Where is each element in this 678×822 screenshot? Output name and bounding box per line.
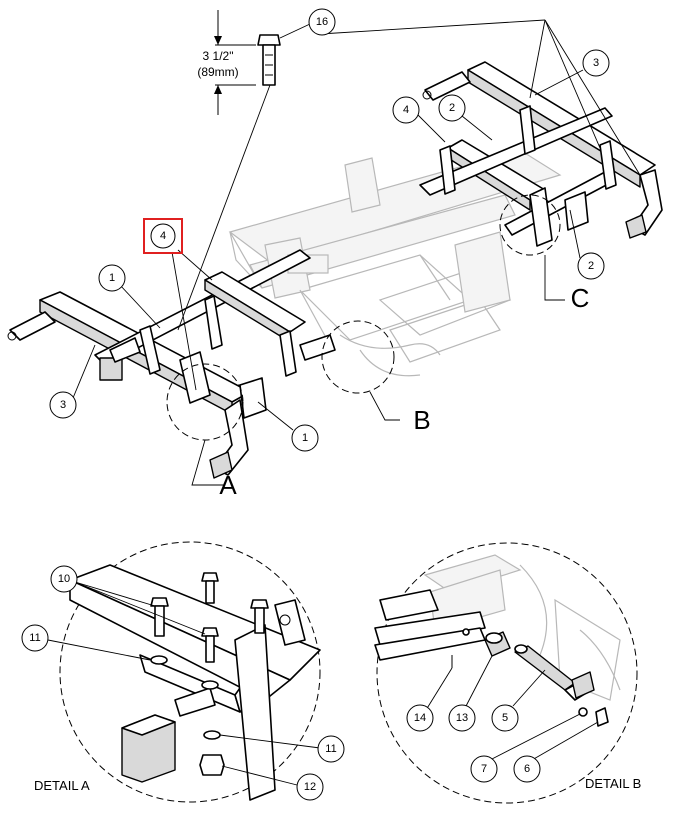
detail-a-caption: DETAIL A (34, 778, 90, 793)
dimension-marker (214, 10, 256, 115)
left-toolbar-assembly (7, 249, 336, 479)
bolt-16-illustration (257, 34, 281, 86)
callout-14: 14 (406, 704, 434, 732)
svg-text:16: 16 (316, 16, 328, 28)
svg-text:4: 4 (160, 230, 166, 242)
callout-3-left: 3 (49, 391, 77, 419)
callout-3-top: 3 (582, 49, 610, 77)
svg-text:2: 2 (588, 260, 594, 272)
svg-text:2: 2 (449, 102, 455, 114)
svg-text:6: 6 (524, 763, 530, 775)
callout-4-highlighted: 4 (143, 218, 183, 254)
svg-text:12: 12 (304, 781, 316, 793)
detail-b-letter: B (413, 405, 430, 435)
callout-5: 5 (491, 704, 519, 732)
callout-11-bottom: 11 (317, 735, 345, 763)
svg-text:14: 14 (414, 712, 426, 724)
callout-1-left: 1 (98, 264, 126, 292)
svg-text:5: 5 (502, 712, 508, 724)
svg-text:3: 3 (60, 399, 66, 411)
detail-b-view: 14 13 5 7 6 (374, 542, 638, 804)
callout-4-top: 4 (392, 96, 420, 124)
dimension-imperial: 3 1/2" (203, 49, 234, 63)
callout-6: 6 (513, 755, 541, 783)
detail-a-letter: A (219, 470, 237, 500)
callout-12: 12 (296, 773, 324, 801)
svg-text:13: 13 (456, 712, 468, 724)
callout-13: 13 (448, 704, 476, 732)
detail-c-letter: C (571, 283, 590, 313)
svg-text:11: 11 (325, 743, 336, 755)
callout-2-right: 2 (577, 252, 605, 280)
callout-2-top: 2 (438, 94, 466, 122)
svg-text:1: 1 (109, 272, 115, 284)
right-toolbar-assembly (419, 61, 663, 247)
svg-text:10: 10 (58, 573, 70, 585)
callout-10: 10 (50, 565, 78, 593)
callout-11-top: 11 (21, 624, 49, 652)
svg-text:7: 7 (481, 763, 487, 775)
detail-a-view: 10 11 11 12 (21, 541, 345, 803)
callout-16: 16 (308, 8, 336, 36)
center-frame-ghost (228, 149, 562, 377)
svg-text:1: 1 (302, 432, 308, 444)
detail-b-caption: DETAIL B (585, 776, 641, 791)
detail-c-marker-circle (499, 194, 561, 256)
detail-b-marker-circle (321, 320, 395, 394)
callout-7: 7 (470, 755, 498, 783)
callout-1-mid: 1 (291, 424, 319, 452)
svg-text:3: 3 (593, 57, 599, 69)
dimension-metric: (89mm) (197, 65, 238, 79)
svg-text:4: 4 (403, 104, 409, 116)
svg-text:11: 11 (29, 632, 40, 644)
